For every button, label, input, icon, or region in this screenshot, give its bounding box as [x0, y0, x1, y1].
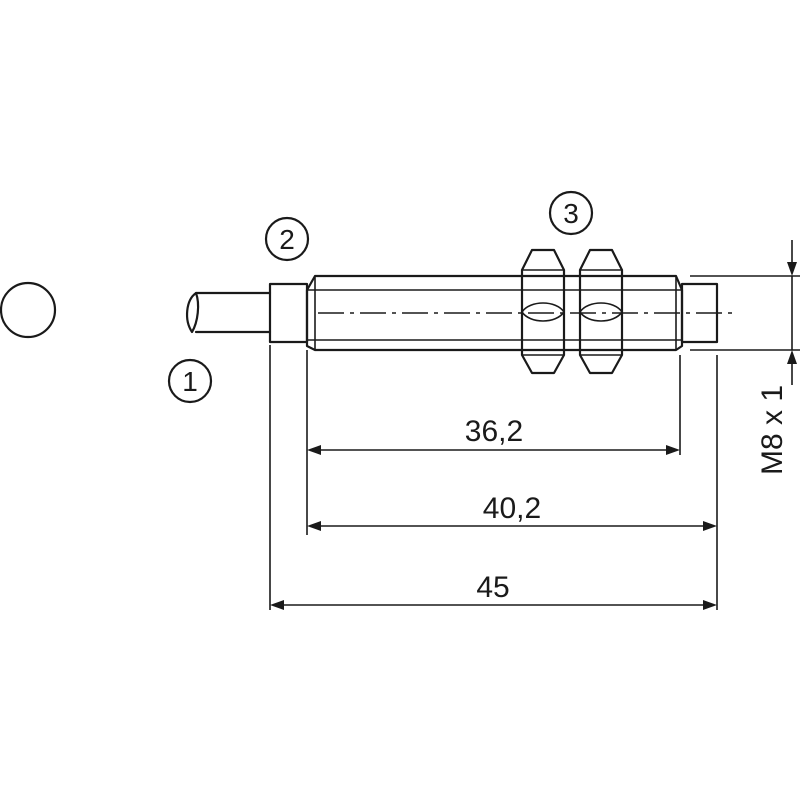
dimension-thread-length: 36,2 — [307, 415, 680, 455]
dimension-housing-length: 40,2 — [307, 492, 717, 531]
svg-text:3: 3 — [563, 198, 579, 229]
thread-size-label: M8 x 1 — [756, 385, 789, 475]
cable — [186, 291, 272, 334]
hex-nut-2 — [578, 248, 624, 375]
housing-length-label: 40,2 — [483, 492, 541, 525]
marker-nuts: 3 — [548, 190, 594, 236]
end-view-circle — [0, 281, 57, 339]
dimension-thread-size: M8 x 1 — [756, 240, 797, 475]
svg-text:1: 1 — [182, 366, 198, 397]
sensor-face-collar — [268, 282, 309, 344]
threaded-housing — [305, 274, 684, 352]
marker-sensor-face: 2 — [264, 216, 310, 262]
svg-text:2: 2 — [279, 224, 295, 255]
marker-cable: 1 — [167, 358, 213, 404]
overall-length-label: 45 — [476, 571, 509, 604]
extension-lines — [269, 275, 800, 610]
thread-length-label: 36,2 — [465, 415, 523, 448]
hex-nut-1 — [520, 248, 566, 375]
dimension-overall-length: 45 — [270, 571, 717, 610]
